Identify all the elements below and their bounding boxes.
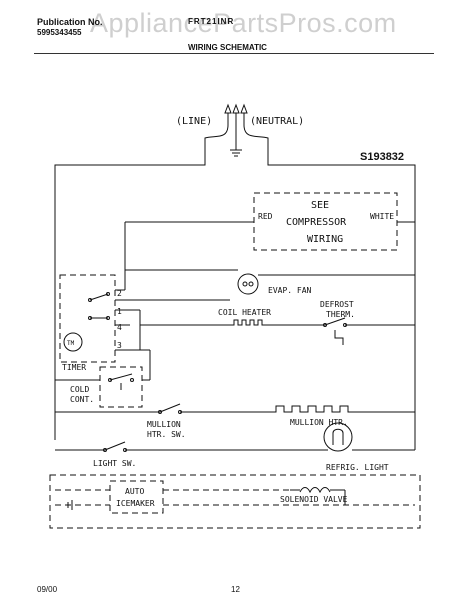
neutral-label: (NEUTRAL) xyxy=(250,116,304,127)
line-label: (LINE) xyxy=(176,116,212,127)
terminal-2: 2 xyxy=(117,289,122,298)
evap-fan-motor xyxy=(125,269,415,295)
icemaker-circuit xyxy=(49,474,421,529)
light-switch xyxy=(55,441,328,452)
cold-cont-label-2: CONT. xyxy=(70,395,94,404)
mullion-htr-label: MULLION HTR. xyxy=(290,418,348,427)
ground-symbol xyxy=(67,500,73,510)
timer-motor-label: TM xyxy=(67,340,75,347)
mullion-htr-sw-label-1: MULLION xyxy=(147,420,181,429)
terminal-1: 1 xyxy=(117,307,122,316)
footer-date: 09/00 xyxy=(37,585,58,594)
white-wire-label: WHITE xyxy=(370,212,394,221)
defrost-thermostat xyxy=(266,317,415,345)
terminal-3: 3 xyxy=(117,341,122,350)
coil-heater-label: COIL HEATER xyxy=(218,308,271,317)
defrost-therm-label-2: THERM. xyxy=(326,310,355,319)
solenoid-valve-label: SOLENOID VALVE xyxy=(280,495,348,504)
evap-fan-label: EVAP. FAN xyxy=(268,286,312,295)
icemaker-label-2: ICEMAKER xyxy=(116,499,155,508)
compressor-line3: WIRING xyxy=(307,234,343,245)
footer-page-number: 12 xyxy=(231,585,240,594)
model-number: FRT21INR xyxy=(188,17,235,26)
timer-label: TIMER xyxy=(62,363,86,372)
defrost-therm-label-1: DEFROST xyxy=(320,300,354,309)
mullion-heater xyxy=(270,405,415,413)
refrig-light-bulb xyxy=(323,412,416,452)
publication-number: 5995343455 xyxy=(37,28,82,37)
part-number: S193832 xyxy=(360,151,404,163)
page-title: WIRING SCHEMATIC xyxy=(188,43,267,52)
terminal-4: 4 xyxy=(117,323,122,332)
light-sw-label: LIGHT SW. xyxy=(93,459,136,468)
mullion-heater-switch xyxy=(55,403,270,414)
solenoid-valve xyxy=(290,487,346,505)
watermark: AppliancePartsPros.com xyxy=(90,8,397,38)
coil-heater xyxy=(140,319,266,326)
cold-control xyxy=(55,349,151,408)
icemaker-label-1: AUTO xyxy=(125,487,144,496)
mullion-htr-sw-label-2: HTR. SW. xyxy=(147,430,186,439)
header-rule xyxy=(34,53,434,54)
refrig-light-label: REFRIG. LIGHT xyxy=(326,463,389,472)
defrost-timer xyxy=(59,222,230,363)
power-plug xyxy=(54,103,416,440)
cold-cont-label-1: COLD xyxy=(70,385,89,394)
compressor-line1: SEE xyxy=(311,200,329,211)
publication-label: Publication No. xyxy=(37,17,103,27)
red-wire-label: RED xyxy=(258,212,273,221)
compressor-line2: COMPRESSOR xyxy=(286,217,347,228)
compressor-box xyxy=(125,192,415,251)
